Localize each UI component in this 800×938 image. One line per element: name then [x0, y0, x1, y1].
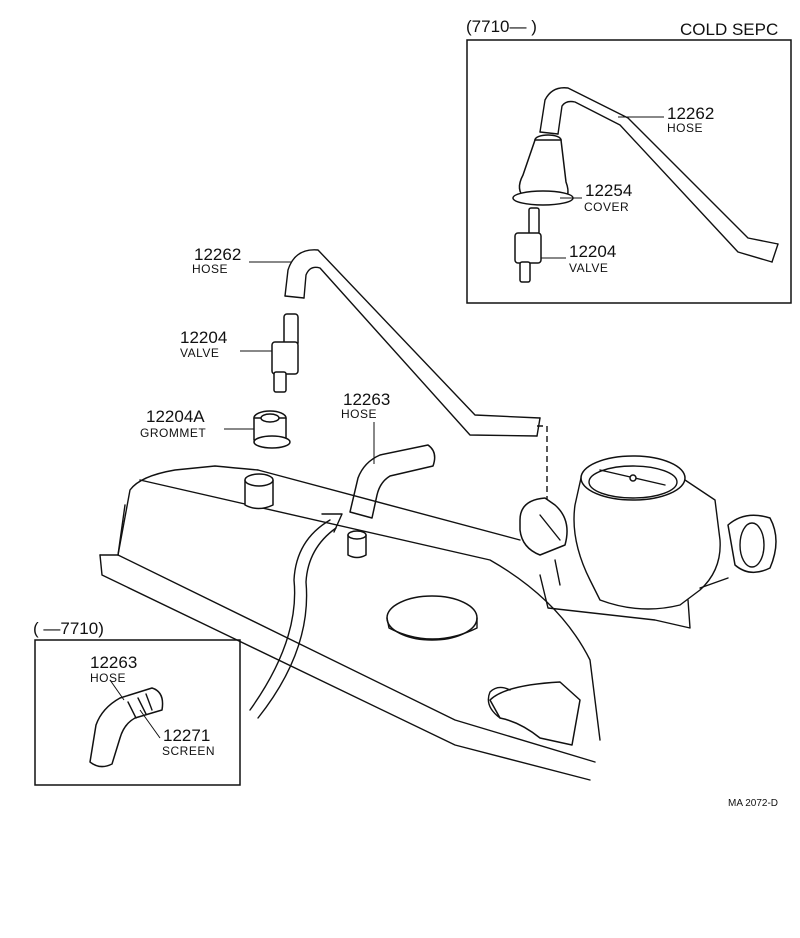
- inset-valve-12204-drawing: [514, 207, 542, 283]
- carburetor-drawing: [519, 455, 777, 629]
- part-name-screen: SCREEN: [162, 744, 215, 758]
- part-number-12204: 12204: [180, 328, 227, 347]
- part-name-hose: HOSE: [192, 262, 228, 276]
- part-number-12204A: 12204A: [146, 407, 205, 426]
- engine-cylinder-head-drawing: [99, 465, 601, 781]
- part-name-valve-inset: VALVE: [569, 261, 608, 275]
- hose-12263-drawing: [349, 444, 436, 519]
- hose-12262-drawing: [284, 249, 541, 437]
- part-number-12262-inset: 12262: [667, 104, 714, 123]
- part-name-grommet: GROMMET: [140, 426, 206, 440]
- leader: [139, 709, 161, 739]
- part-name-hose-inset: HOSE: [667, 121, 703, 135]
- part-name-valve: VALVE: [180, 346, 219, 360]
- inset-hose-12262-drawing: [539, 87, 779, 263]
- part-number-12263: 12263: [343, 390, 390, 409]
- inset-hose-12263-drawing: [89, 687, 164, 768]
- inset-early-range: ( —7710): [33, 619, 104, 638]
- inset-cold-spec-title: COLD SEPC: [680, 20, 778, 39]
- inset-early-frame: [34, 639, 241, 786]
- leader: [109, 679, 125, 701]
- inset-cover-12254-drawing: [512, 134, 574, 206]
- part-number-12263-inset: 12263: [90, 653, 137, 672]
- part-name-cover: COVER: [584, 200, 629, 214]
- part-number-12271: 12271: [163, 726, 210, 745]
- inset-cold-spec: (7710— ) COLD SEPC 12262 HOSE 12254: [466, 17, 792, 304]
- figure-code: MA 2072-D: [728, 798, 778, 809]
- connection-dashed-line: [537, 425, 548, 500]
- part-number-12204-inset: 12204: [569, 242, 616, 261]
- part-name-hose-12263: HOSE: [341, 407, 377, 421]
- inset-early: ( —7710) 12263 HOSE 12271 SCREEN: [33, 619, 241, 786]
- part-number-12254: 12254: [585, 181, 632, 200]
- valve-12204-drawing: [271, 313, 299, 393]
- part-name-hose-inset-bottom: HOSE: [90, 671, 126, 685]
- part-number-12262: 12262: [194, 245, 241, 264]
- inset-cold-spec-frame: [466, 39, 792, 304]
- arrow-curved: [249, 513, 343, 719]
- inset-cold-spec-range: (7710— ): [466, 17, 537, 36]
- grommet-12204A-drawing: [253, 410, 291, 449]
